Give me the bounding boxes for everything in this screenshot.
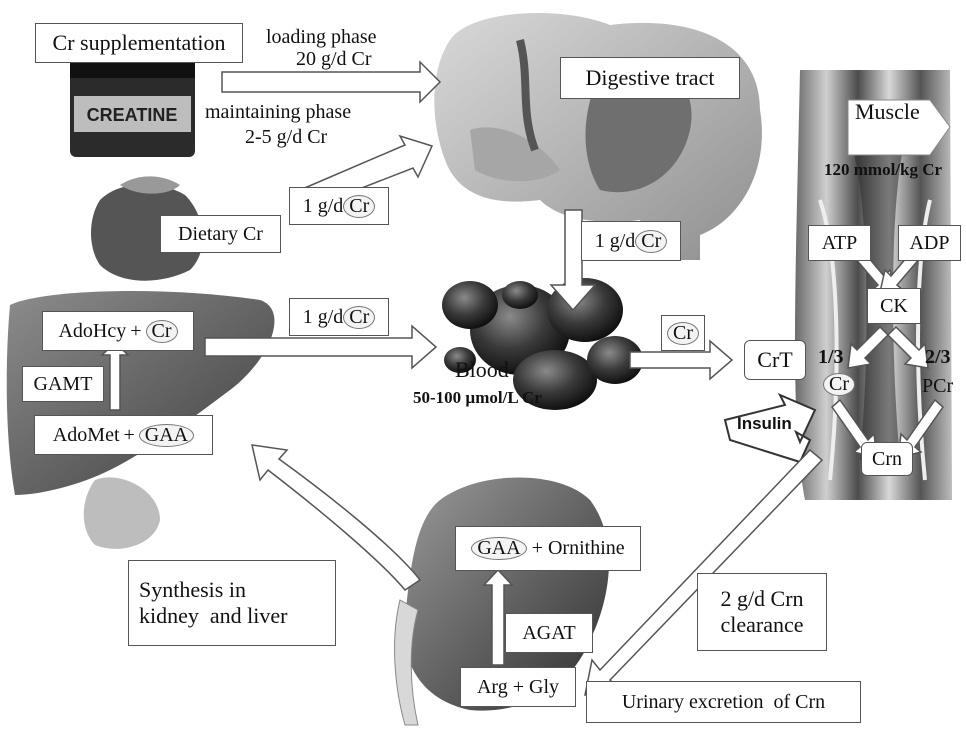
dietary-flux-value: 1 g/d — [303, 195, 344, 218]
pcr-fraction-label: 2/3 — [925, 346, 951, 369]
muscle-content-label: 120 mmol/kg Cr — [824, 160, 942, 180]
blood-cr-box: Cr — [661, 315, 705, 351]
crn-clearance-label: 2 g/d Crn clearance — [697, 573, 827, 651]
maintaining-dose-label: 2-5 g/d Cr — [245, 126, 327, 149]
digestive-tract-label: Digestive tract — [560, 57, 740, 99]
cr-fraction-label: 1/3 — [818, 346, 844, 369]
maintaining-phase-label: maintaining phase — [205, 101, 351, 124]
clearance-line-1: 2 g/d Crn — [720, 586, 803, 612]
ck-enzyme-label: CK — [867, 288, 921, 324]
crn-label: Crn — [861, 442, 913, 476]
dietary-cr-label: Dietary Cr — [160, 215, 281, 253]
liver-cr-circle: Cr — [146, 320, 178, 343]
gut-flux-cr-circle: Cr — [635, 230, 667, 253]
gut-flux-value: 1 g/d — [595, 230, 636, 253]
liver-to-blood-flux-label: 1 g/d Cr — [289, 298, 389, 336]
blood-label: Blood — [455, 357, 509, 383]
synthesis-label: Synthesis in kidney and liver — [128, 560, 336, 646]
creatine-jar-image: CREATINE — [70, 62, 195, 157]
arg-gly-label: Arg + Gly — [460, 667, 576, 707]
agat-enzyme-label: AGAT — [505, 613, 593, 653]
jar-label: CREATINE — [87, 105, 178, 125]
muscle-label: Muscle — [855, 99, 920, 125]
loading-dose-label: 20 g/d Cr — [296, 48, 372, 71]
adohcy-text: AdoHcy — [58, 320, 126, 343]
crt-transporter-label: CrT — [744, 340, 806, 380]
gaa-ornithine-label: GAA + Ornithine — [455, 526, 641, 571]
atp-label: ATP — [808, 225, 871, 261]
clearance-line-2: clearance — [720, 612, 803, 638]
adohcy-cr-label: AdoHcy + Cr — [42, 311, 194, 351]
adp-label: ADP — [898, 225, 961, 261]
blood-concentration-label: 50-100 µmol/L Cr — [413, 388, 542, 408]
ornithine-text: Ornithine — [548, 537, 625, 560]
muscle-cr-label: Cr — [823, 373, 855, 396]
synthesis-line-2: kidney and liver — [139, 603, 287, 629]
gamt-enzyme-label: GAMT — [22, 366, 104, 402]
gut-to-blood-flux-label: 1 g/d Cr — [581, 221, 681, 261]
synthesis-line-1: Synthesis in — [139, 577, 246, 603]
liver-gaa-circle: GAA — [139, 424, 194, 447]
pcr-label: PCr — [922, 375, 953, 398]
cr-supplementation-label: Cr supplementation — [35, 23, 243, 63]
liver-flux-cr-circle: Cr — [343, 306, 375, 329]
urinary-excretion-label: Urinary excretion of Crn — [586, 681, 861, 723]
blood-cr-circle: Cr — [667, 322, 699, 345]
adomet-text: AdoMet — [53, 424, 120, 447]
muscle-cr-circle: Cr — [823, 373, 855, 396]
insulin-label: Insulin — [737, 414, 792, 434]
loading-phase-label: loading phase — [266, 26, 377, 49]
dietary-flux-cr-circle: Cr — [343, 195, 375, 218]
dietary-flux-label: 1 g/d Cr — [289, 187, 389, 225]
kidney-gaa-circle: GAA — [471, 537, 526, 560]
liver-flux-value: 1 g/d — [303, 306, 344, 329]
adomet-gaa-label: AdoMet + GAA — [34, 415, 213, 455]
